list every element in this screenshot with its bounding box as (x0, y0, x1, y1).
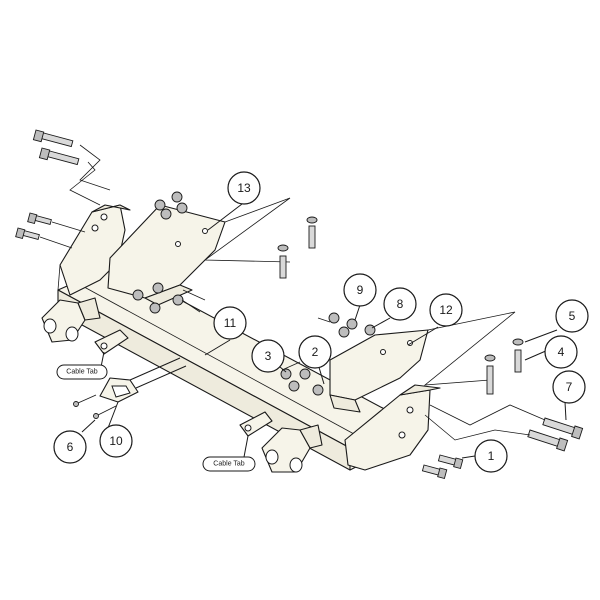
right-vertical-bolts (423, 311, 524, 395)
right-long-bolts (424, 404, 584, 452)
callout-6: 6 (53, 430, 87, 464)
callout-12-label: 12 (439, 303, 453, 317)
callout-1: 1 (474, 439, 508, 473)
top-left-long-bolts (32, 129, 111, 206)
chain-loop-bracket (99, 357, 187, 403)
callout-12: 12 (429, 293, 463, 327)
left-plate-nuts (132, 191, 206, 314)
right-side-bracket (344, 384, 441, 471)
left-short-bolts (15, 212, 86, 249)
right-mounting-plate (329, 329, 429, 413)
callout-9-label: 9 (357, 283, 364, 297)
left-mounting-plate (107, 204, 226, 306)
center-nuts (280, 312, 376, 396)
callout-13: 13 (227, 171, 261, 205)
callout-2: 2 (298, 335, 332, 369)
callout-5: 5 (555, 299, 589, 333)
callout-11: 11 (213, 306, 247, 340)
small-screws (73, 394, 117, 419)
callout-10-label: 10 (109, 434, 123, 448)
center-vertical-bolts (203, 197, 318, 279)
callout-7: 7 (552, 370, 586, 404)
callout-8-label: 8 (397, 297, 404, 311)
cable-tab-label-left: Cable Tab (56, 364, 108, 380)
left-tow-clevis (41, 297, 101, 343)
callout-4: 4 (544, 335, 578, 369)
callout-11-label: 11 (224, 316, 237, 330)
callout-3: 3 (251, 339, 285, 373)
cable-tab-label-left-text: Cable Tab (66, 369, 98, 376)
callout-8: 8 (383, 287, 417, 321)
right-tow-clevis (261, 424, 323, 473)
callout-7-label: 7 (566, 380, 573, 394)
right-short-bolt (421, 454, 464, 480)
callout-4-label: 4 (558, 345, 565, 359)
cable-tab-label-right: Cable Tab (202, 456, 256, 472)
callout-1-label: 1 (488, 449, 495, 463)
callout-6-label: 6 (67, 440, 74, 454)
callout-9: 9 (343, 273, 377, 307)
callout-13-label: 13 (237, 181, 251, 195)
cable-tab-right (239, 411, 273, 437)
callout-10: 10 (99, 424, 133, 458)
cable-tab-left (94, 329, 129, 355)
callout-5-label: 5 (569, 309, 576, 323)
callout-2-label: 2 (312, 345, 319, 359)
callout-3-label: 3 (265, 349, 272, 363)
cable-tab-label-right-text: Cable Tab (213, 461, 245, 468)
